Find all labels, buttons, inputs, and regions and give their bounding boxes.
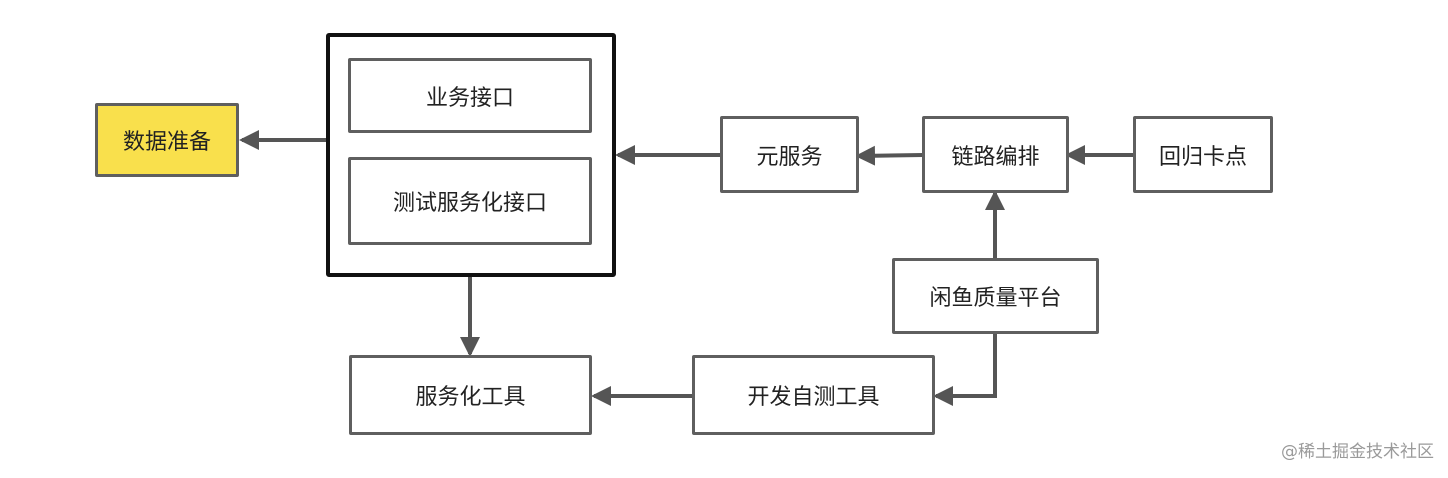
node-service-tools: 服务化工具 xyxy=(349,355,592,435)
arrow-platform-to-devtools xyxy=(933,333,997,406)
node-data-prep: 数据准备 xyxy=(95,103,239,177)
node-dev-selftest-tools: 开发自测工具 xyxy=(692,355,935,435)
node-meta-service: 元服务 xyxy=(720,116,859,193)
node-business-api: 业务接口 xyxy=(348,58,592,133)
arrow-chain-to-meta-service xyxy=(855,145,924,166)
node-xianyu-quality-platform: 闲鱼质量平台 xyxy=(892,258,1099,334)
watermark: @稀土掘金技术社区 xyxy=(1281,442,1434,462)
node-regression-checkpoint: 回归卡点 xyxy=(1133,116,1273,193)
node-chain-orchestration: 链路编排 xyxy=(922,116,1069,193)
node-test-service-api: 测试服务化接口 xyxy=(348,157,592,245)
